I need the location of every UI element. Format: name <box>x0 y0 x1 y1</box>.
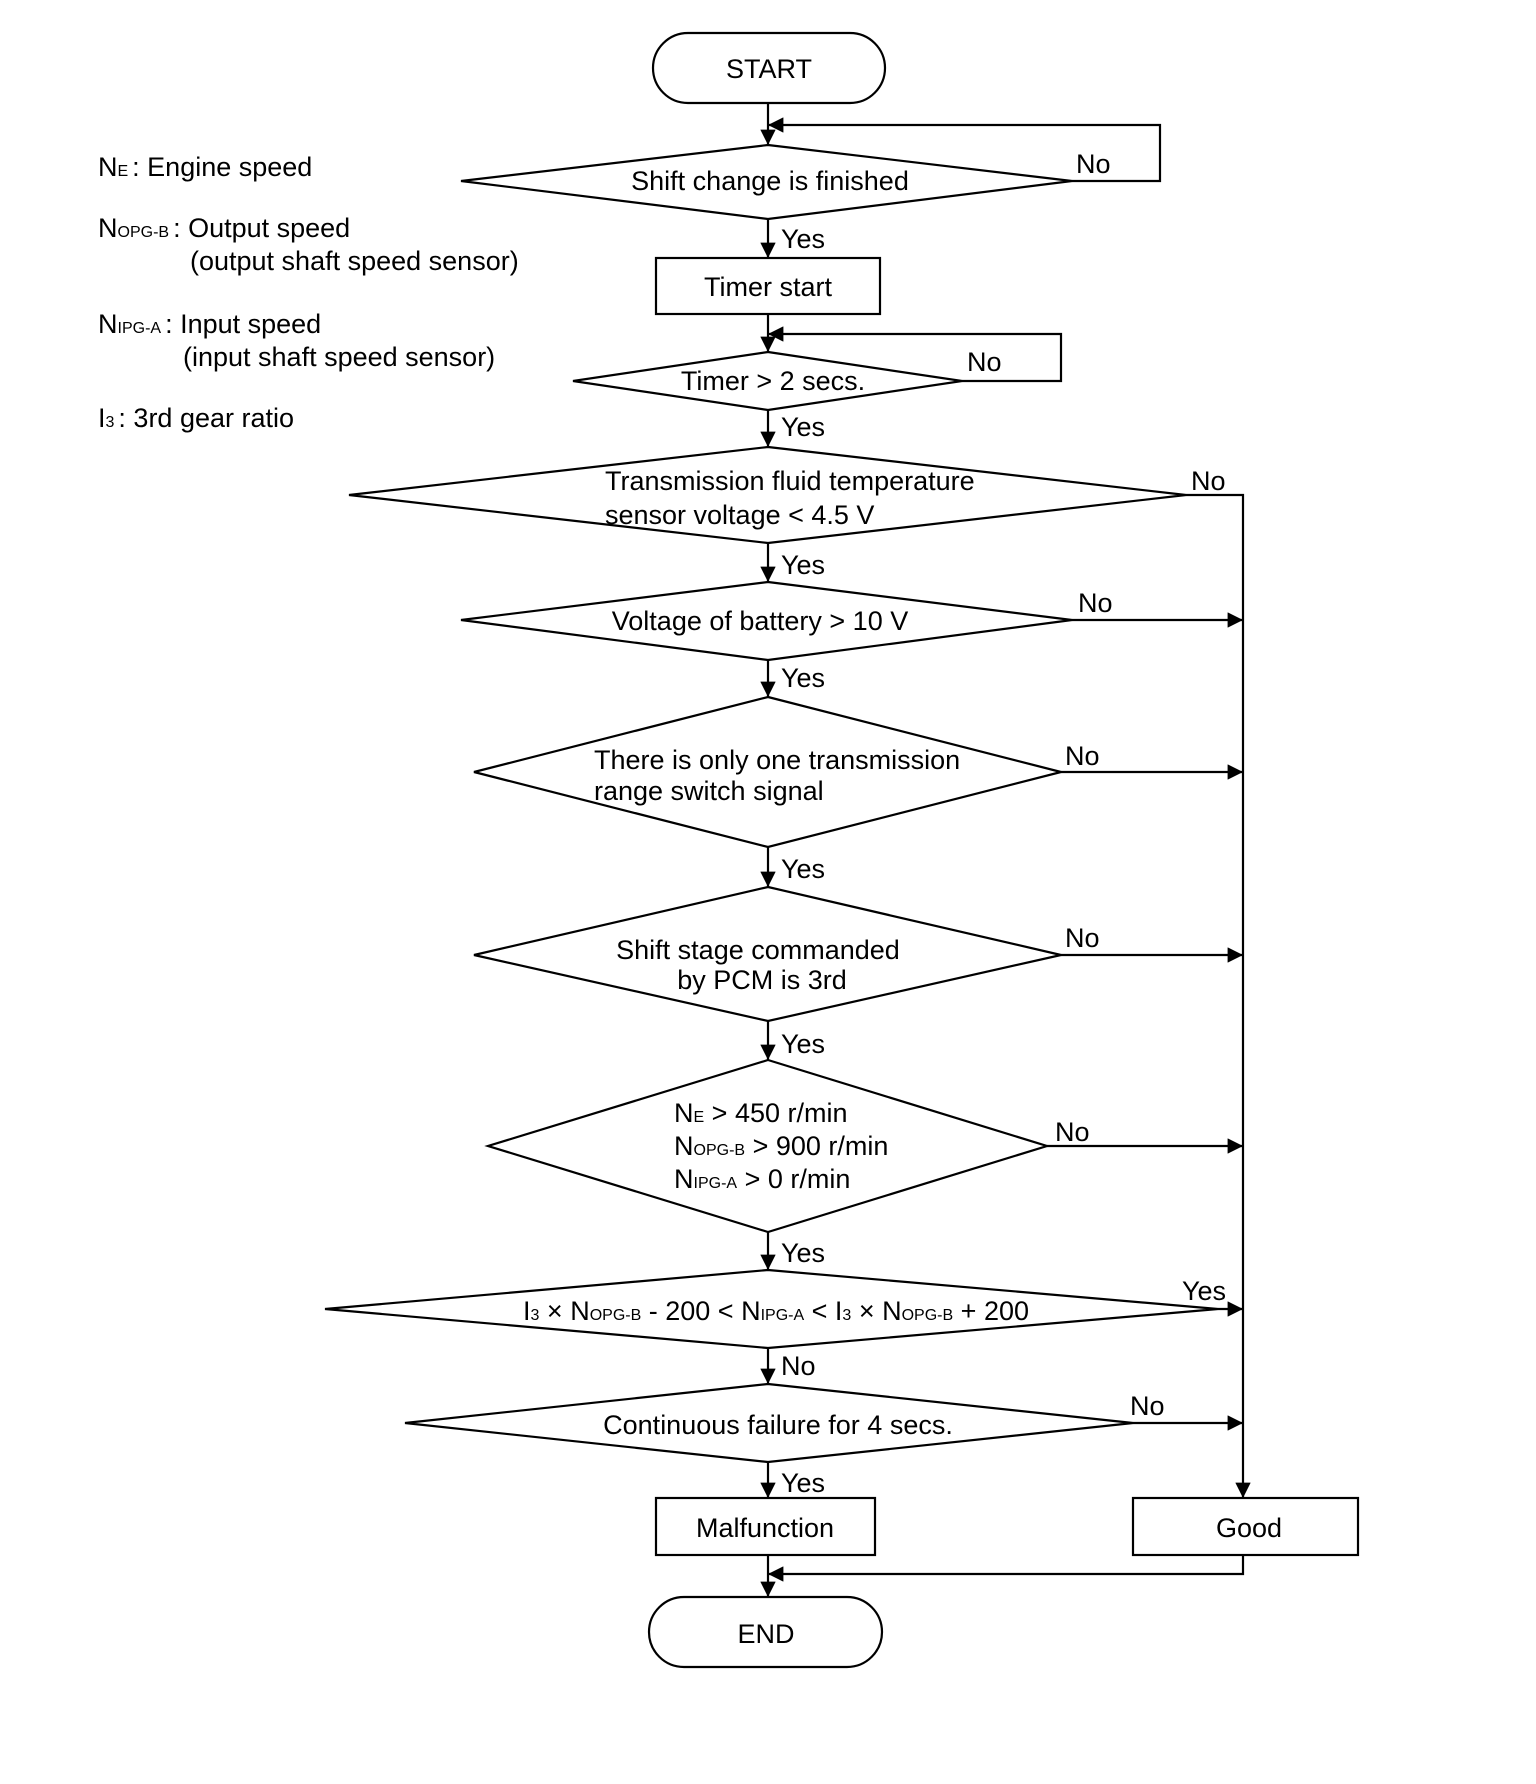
decision-continuous-shape <box>404 1382 1134 1464</box>
label-yes-stage: Yes <box>781 1029 825 1059</box>
start-label: START <box>726 54 812 84</box>
decision-speeds: NE > 450 r/min NOPG-B > 900 r/min NIPG-A… <box>484 1058 1051 1234</box>
label-yes-timer: Yes <box>781 412 825 442</box>
timer-start-label: Timer start <box>704 272 832 302</box>
decision-tft: Transmission fluid temperature sensor vo… <box>348 445 1187 545</box>
decision-speeds-shape <box>484 1058 1051 1234</box>
legend-i3: I3: 3rd gear ratio <box>98 403 294 433</box>
decision-battery-shape <box>460 580 1073 662</box>
label-yes-speeds: Yes <box>781 1238 825 1268</box>
label-yes-continuous: Yes <box>781 1468 825 1498</box>
decision-tft-line1: Transmission fluid temperature <box>605 466 975 496</box>
malfunction-label: Malfunction <box>696 1513 834 1543</box>
label-yes-tft: Yes <box>781 550 825 580</box>
decision-tft-line2: sensor voltage < 4.5 V <box>605 500 874 530</box>
decision-speeds-nopgb: NOPG-B > 900 r/min <box>674 1131 888 1161</box>
label-no-trs: No <box>1065 741 1100 771</box>
edge-good-end <box>768 1555 1245 1582</box>
decision-timer-shape <box>572 350 963 412</box>
process-good: Good <box>1131 1496 1360 1557</box>
legend-nopgb: NOPG-B: Output speed <box>98 213 350 243</box>
label-no-battery: No <box>1078 588 1113 618</box>
legend-ne: NE: Engine speed <box>98 152 312 182</box>
decision-shift-stage: Shift stage commanded by PCM is 3rd <box>473 885 1062 1023</box>
legend-nopgb-detail: (output shaft speed sensor) <box>190 246 519 276</box>
label-no-tft: No <box>1191 466 1226 496</box>
good-box <box>1131 1496 1360 1557</box>
decision-stage-shape <box>473 885 1062 1023</box>
decision-battery: Voltage of battery > 10 V <box>460 580 1073 662</box>
edge-right-bus <box>1186 493 1251 1498</box>
branch-labels: No Yes No Yes No Yes No Yes No Yes No Ye… <box>781 149 1226 1498</box>
label-no-timer: No <box>967 347 1002 377</box>
end-terminal <box>647 1595 884 1669</box>
decision-timer: Timer > 2 secs. <box>572 350 963 412</box>
end-node: END <box>647 1595 884 1669</box>
decision-speeds-nipga: NIPG-A > 0 r/min <box>674 1164 850 1194</box>
decision-battery-label: Voltage of battery > 10 V <box>612 606 908 636</box>
decision-shift-finished: Shift change is finished <box>460 143 1073 221</box>
good-label: Good <box>1216 1513 1282 1543</box>
decision-ratio-shape <box>324 1268 1219 1350</box>
label-no-ratio: No <box>781 1351 816 1381</box>
legend-nipga-detail: (input shaft speed sensor) <box>183 342 495 372</box>
label-no-speeds: No <box>1055 1117 1090 1147</box>
decision-stage-line2: by PCM is 3rd <box>677 965 847 995</box>
connectors <box>760 103 1251 1597</box>
label-yes-shift: Yes <box>781 224 825 254</box>
process-malfunction: Malfunction <box>654 1496 877 1557</box>
edge-shift-no-loop <box>768 117 1162 183</box>
decision-trs-shape <box>473 695 1062 849</box>
decision-shift-label: Shift change is finished <box>631 166 909 196</box>
label-no-shift: No <box>1076 149 1111 179</box>
label-yes-ratio: Yes <box>1182 1276 1226 1306</box>
malfunction-box <box>654 1496 877 1557</box>
timer-start-box <box>654 256 882 316</box>
legend: NE: Engine speed NOPG-B: Output speed (o… <box>98 152 519 433</box>
decision-trs: There is only one transmission range swi… <box>473 695 1062 849</box>
decision-continuous-label: Continuous failure for 4 secs. <box>603 1410 953 1440</box>
legend-nipga: NIPG-A: Input speed <box>98 309 321 339</box>
label-no-stage: No <box>1065 923 1100 953</box>
start-terminal <box>651 31 887 105</box>
decision-continuous: Continuous failure for 4 secs. <box>404 1382 1134 1464</box>
end-label: END <box>737 1619 794 1649</box>
decision-trs-line2: range switch signal <box>594 776 824 806</box>
decision-timer-label: Timer > 2 secs. <box>681 366 865 396</box>
decision-trs-line1: There is only one transmission <box>594 745 960 775</box>
process-timer-start: Timer start <box>654 256 882 316</box>
label-no-continuous: No <box>1130 1391 1165 1421</box>
decision-shift-shape <box>460 143 1073 221</box>
start-node: START <box>651 31 887 105</box>
decision-speeds-ne: NE > 450 r/min <box>674 1098 848 1128</box>
label-yes-battery: Yes <box>781 663 825 693</box>
label-yes-trs: Yes <box>781 854 825 884</box>
decision-ratio: I3 × NOPG-B - 200 < NIPG-A < I3 × NOPG-B… <box>324 1268 1219 1350</box>
decision-ratio-label: I3 × NOPG-B - 200 < NIPG-A < I3 × NOPG-B… <box>523 1296 1029 1326</box>
edge-timer-no-loop <box>768 326 1063 383</box>
decision-stage-line1: Shift stage commanded <box>616 935 900 965</box>
decision-tft-shape <box>348 445 1187 545</box>
